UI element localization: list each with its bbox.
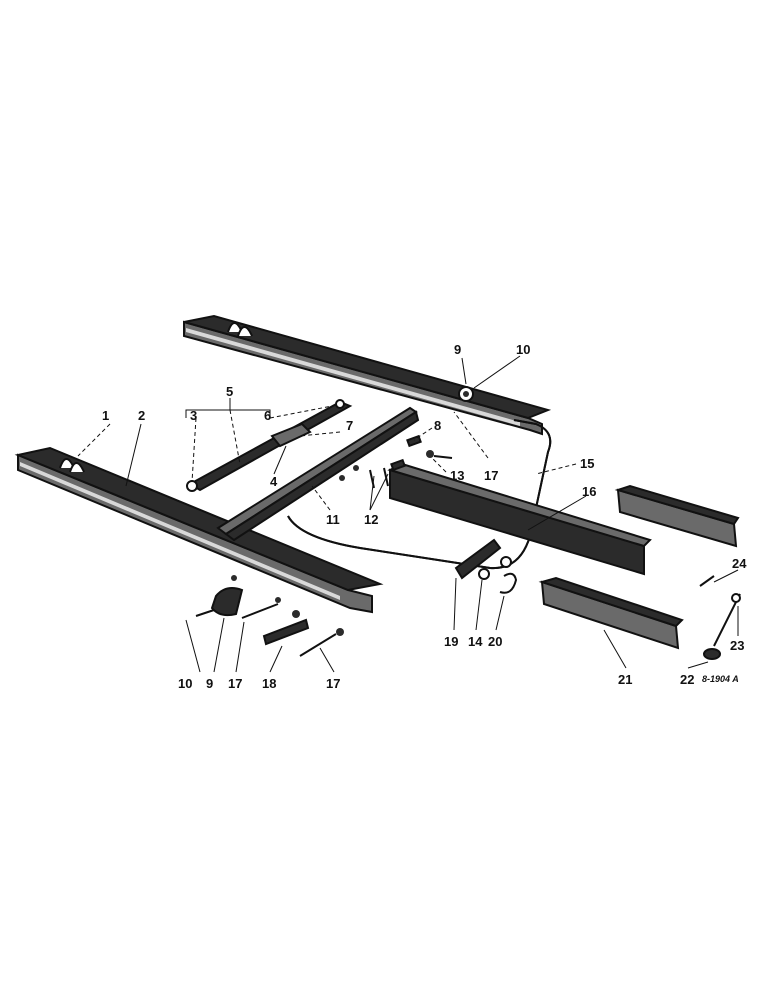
callout-20: 20 <box>488 634 502 649</box>
callout-21: 21 <box>618 672 632 687</box>
callout-17-bottom-b: 17 <box>326 676 340 691</box>
callout-12: 12 <box>364 512 378 527</box>
curved-hoop <box>287 419 552 570</box>
short-bar <box>614 484 740 548</box>
callout-13: 13 <box>450 468 464 483</box>
callout-1: 1 <box>102 408 109 423</box>
callout-9-top: 9 <box>454 342 461 357</box>
callout-2: 2 <box>138 408 145 423</box>
callout-10-bottom: 10 <box>178 676 192 691</box>
drawing-code: 8-1904 A <box>702 674 739 684</box>
callout-19: 19 <box>444 634 458 649</box>
callout-15: 15 <box>580 456 594 471</box>
long-bar <box>387 462 652 576</box>
callout-10-top: 10 <box>516 342 530 357</box>
callout-6: 6 <box>264 408 271 423</box>
callout-22: 22 <box>680 672 694 687</box>
callout-9-bottom: 9 <box>206 676 213 691</box>
callout-14: 14 <box>468 634 483 649</box>
callout-5: 5 <box>226 384 233 399</box>
callout-3: 3 <box>190 408 197 423</box>
callout-8: 8 <box>434 418 441 433</box>
callout-17-bottom-a: 17 <box>228 676 242 691</box>
bracket-21 <box>538 576 684 650</box>
callout-4: 4 <box>270 474 278 489</box>
callout-7: 7 <box>346 418 353 433</box>
strap-assembly <box>186 399 353 492</box>
front-side-rail <box>14 446 384 614</box>
rear-side-rail <box>183 314 552 436</box>
callout-24: 24 <box>732 556 747 571</box>
callout-labels: 1 2 3 4 5 6 7 8 9 10 11 12 13 15 16 17 1… <box>102 342 747 691</box>
cross-member <box>216 406 420 542</box>
callout-23: 23 <box>730 638 744 653</box>
callout-16: 16 <box>582 484 596 499</box>
leader-lines <box>77 355 739 673</box>
small-parts <box>195 386 741 660</box>
callout-17-top: 17 <box>484 468 498 483</box>
callout-18: 18 <box>262 676 276 691</box>
callout-11: 11 <box>326 512 340 527</box>
